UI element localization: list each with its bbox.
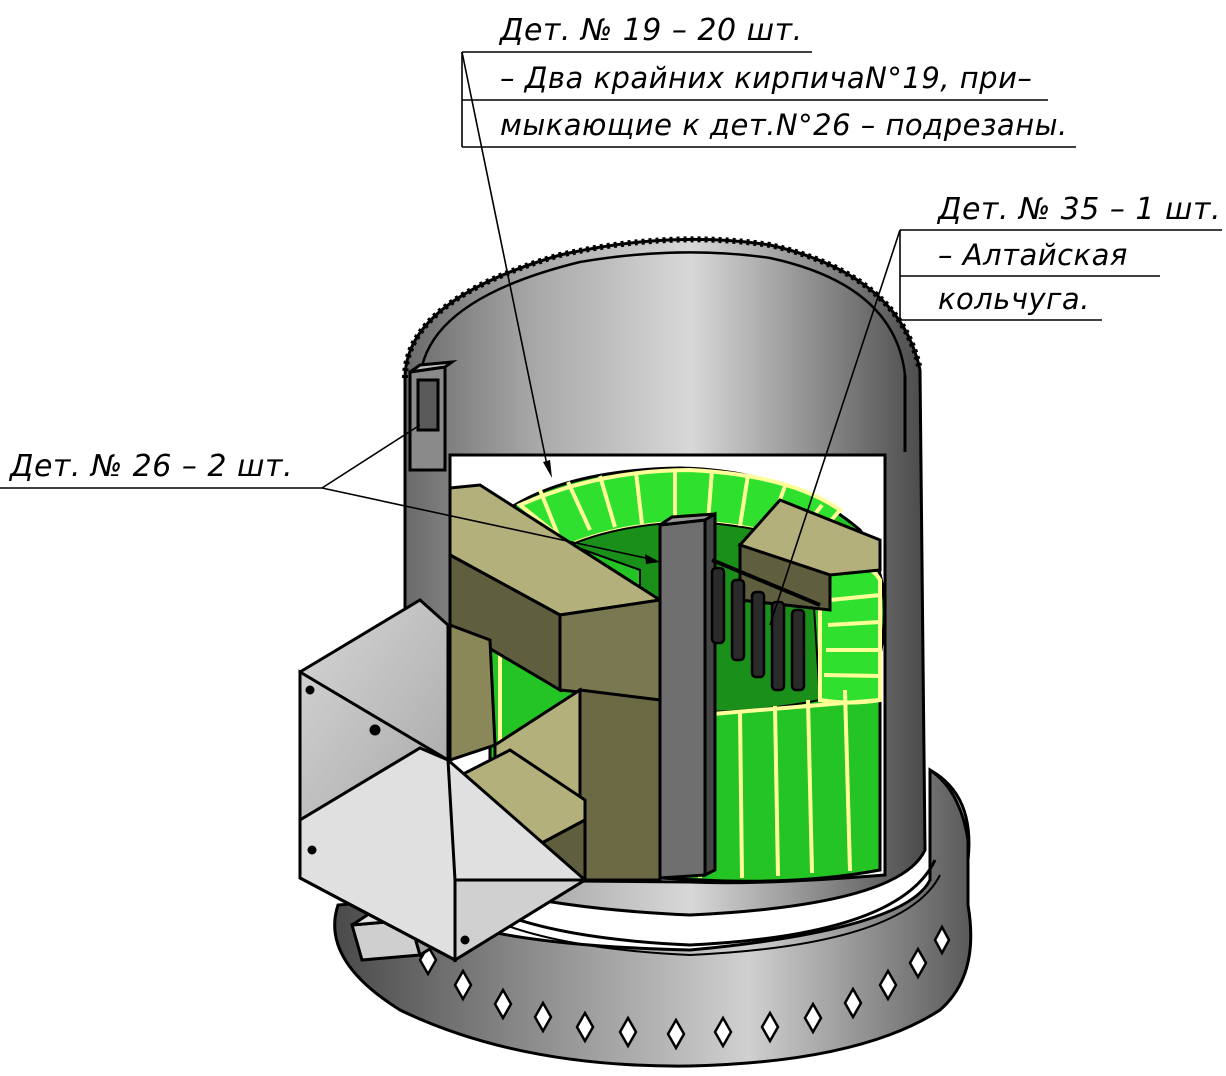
base-ring	[333, 767, 973, 1068]
firebox-box	[298, 598, 591, 963]
callout-underlines	[0, 51, 1222, 489]
brick-joints	[498, 469, 881, 879]
central-post	[658, 511, 717, 880]
det35-line1: – Алтайская	[938, 238, 1128, 272]
det26-title: Дет. № 26 – 2 шт.	[10, 449, 294, 484]
shell-bracket	[408, 359, 458, 472]
det19-line2: мыкающие к дет.N°26 – подрезаны.	[500, 108, 1068, 142]
chainmail	[710, 558, 821, 692]
det19-title: Дет. № 19 – 20 шт.	[500, 13, 803, 48]
det35-line2: кольчуга.	[938, 282, 1090, 316]
vent-holes	[418, 924, 951, 1051]
det19-line1: – Два крайних кирпичаN°19, при–	[500, 61, 1033, 95]
det35-title: Дет. № 35 – 1 шт.	[938, 192, 1222, 227]
